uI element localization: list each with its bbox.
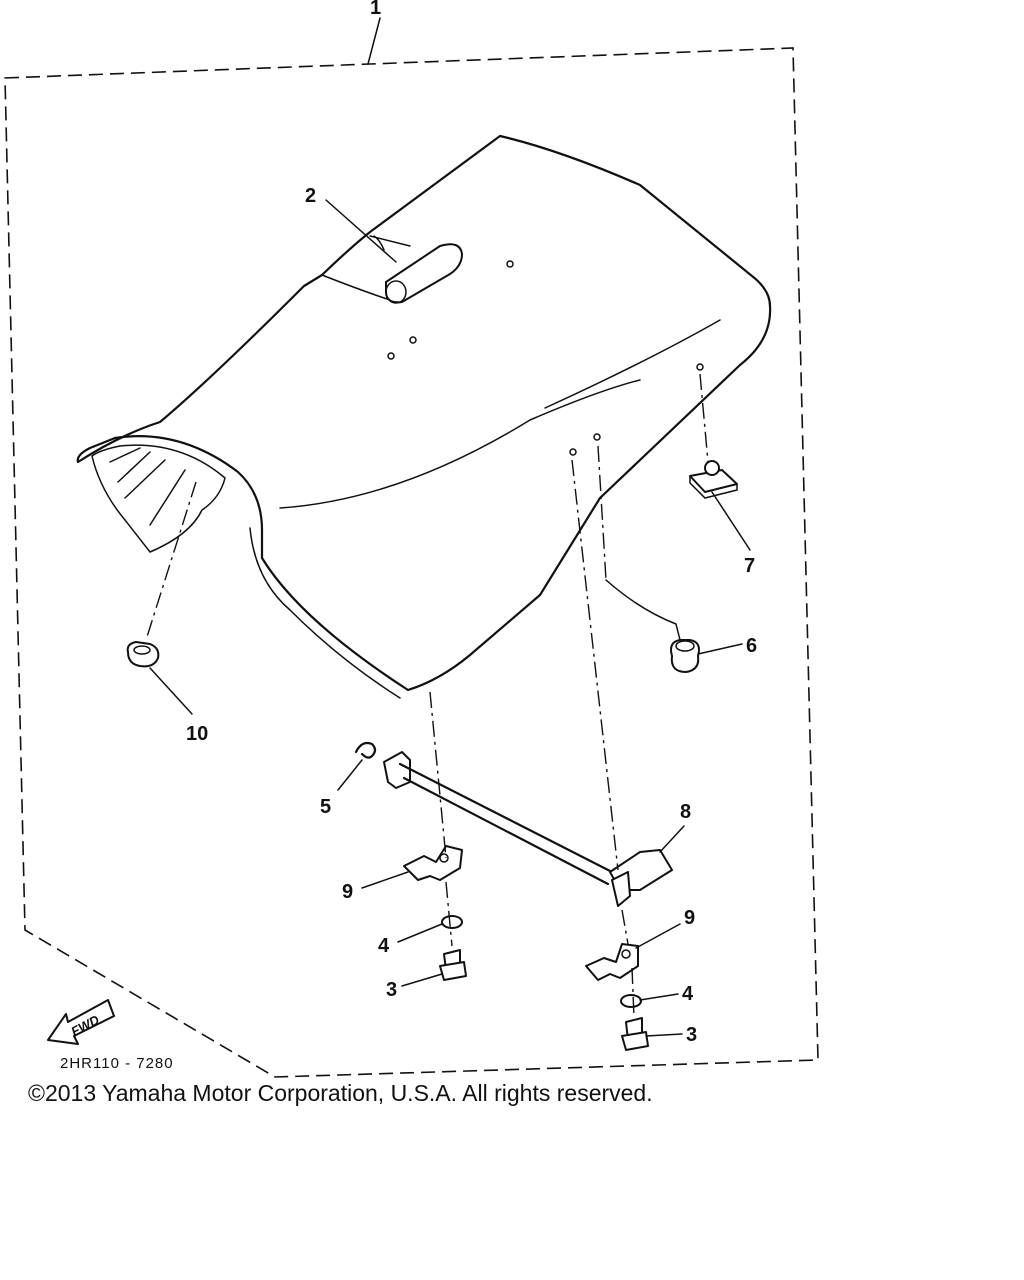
callout-4-right: 4 [682, 983, 694, 1005]
callout-9-right: 9 [684, 907, 695, 929]
leader-lines [149, 17, 751, 1037]
bolt-right [621, 1017, 649, 1051]
bolt-left [439, 949, 467, 981]
seat-lock-assembly [383, 751, 673, 907]
callout-1: 1 [370, 0, 381, 19]
washer-right [620, 994, 642, 1008]
callout-3-right: 3 [686, 1024, 697, 1046]
tail-damper [126, 641, 160, 668]
callout-10: 10 [186, 723, 208, 745]
callout-8: 8 [680, 801, 691, 823]
seat-cap-nut [689, 460, 738, 499]
callout-9-left: 9 [342, 881, 353, 903]
callout-2: 2 [305, 185, 316, 207]
callout-6: 6 [746, 635, 757, 657]
assembly-axes [145, 373, 709, 1019]
washer-left [441, 915, 463, 929]
callout-5: 5 [320, 796, 331, 818]
callout-7: 7 [744, 555, 755, 577]
seat-strap [385, 243, 463, 304]
fwd-arrow-icon: FWD [47, 999, 115, 1045]
seat-body [76, 134, 772, 699]
callout-4-left: 4 [378, 935, 390, 957]
lock-bracket-right [585, 943, 639, 981]
lock-bracket-left [403, 845, 463, 881]
seat-exploded-diagram: 1 2 7 6 10 5 8 9 9 4 4 3 3 FWD 2HR110 - … [4, 0, 819, 1078]
assembly-boundary [4, 47, 819, 1078]
drawing-code: 2HR110 - 7280 [60, 1055, 174, 1072]
lock-clip [354, 741, 377, 759]
copyright-notice: ©2013 Yamaha Motor Corporation, U.S.A. A… [28, 1080, 653, 1106]
callout-3-left: 3 [386, 979, 397, 1001]
seat-damper [670, 639, 700, 673]
